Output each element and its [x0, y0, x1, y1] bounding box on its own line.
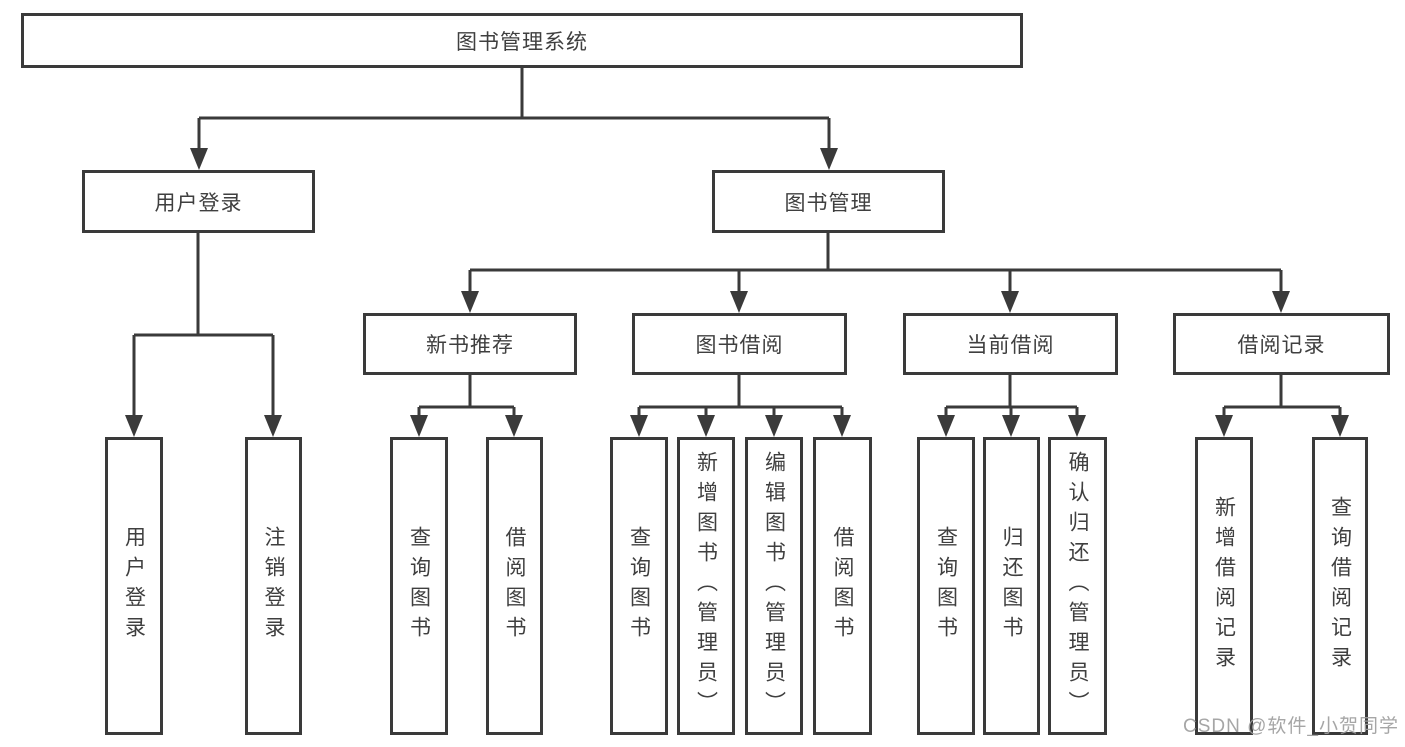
watermark: CSDN @软件_小贺同学	[1183, 716, 1399, 737]
leaf-borrow-books-1: 借阅图书	[486, 437, 543, 735]
leaf-add-books-admin: 新增图书（管理员）	[677, 437, 735, 735]
node-book-borrowing-label: 图书借阅	[695, 334, 784, 357]
node-borrowing-records-label: 借阅记录	[1237, 334, 1326, 357]
arrow-down-icon	[1068, 415, 1086, 437]
leaf-add-books-admin-label: 新增图书（管理员）	[694, 451, 718, 721]
arrow-down-icon	[125, 415, 143, 437]
leaf-logout-label: 注销登录	[262, 526, 285, 646]
leaf-query-books-2: 查询图书	[610, 437, 668, 735]
leaf-add-borrow-record-label: 新增借阅记录	[1212, 496, 1236, 676]
node-current-borrowing-label: 当前借阅	[966, 334, 1055, 357]
leaf-borrow-books-1-label: 借阅图书	[503, 526, 526, 646]
node-borrowing-records: 借阅记录	[1173, 313, 1390, 375]
connector-new-book-to-leaves	[417, 375, 516, 418]
node-new-book-recommend-label: 新书推荐	[426, 334, 514, 357]
arrow-down-icon	[410, 415, 428, 437]
leaf-query-books-3-label: 查询图书	[934, 526, 958, 646]
node-root: 图书管理系统	[21, 13, 1023, 68]
node-root-label: 图书管理系统	[456, 30, 588, 54]
arrow-down-icon	[190, 148, 208, 170]
node-book-borrowing: 图书借阅	[632, 313, 847, 375]
arrow-down-icon	[820, 148, 838, 170]
leaf-query-borrow-record: 查询借阅记录	[1312, 437, 1368, 735]
arrow-down-icon	[730, 291, 748, 313]
arrow-down-icon	[1001, 291, 1019, 313]
node-new-book-recommend: 新书推荐	[363, 313, 577, 375]
leaf-user-login-label: 用户登录	[122, 526, 146, 646]
node-current-borrowing: 当前借阅	[903, 313, 1118, 375]
node-book-management-label: 图书管理	[784, 191, 873, 215]
arrow-down-icon	[264, 415, 282, 437]
arrow-down-icon	[697, 415, 715, 437]
leaf-query-borrow-record-label: 查询借阅记录	[1328, 496, 1352, 676]
arrow-down-icon	[1272, 291, 1290, 313]
arrow-down-icon	[765, 415, 783, 437]
leaf-query-books-1-label: 查询图书	[407, 526, 431, 646]
leaf-query-books-2-label: 查询图书	[627, 526, 651, 646]
node-user-login: 用户登录	[82, 170, 315, 233]
leaf-query-books-1: 查询图书	[390, 437, 448, 735]
leaf-logout: 注销登录	[245, 437, 302, 735]
leaf-confirm-return-admin: 确认归还（管理员）	[1048, 437, 1107, 735]
connector-user-login-to-leaves	[132, 233, 275, 418]
arrow-down-icon	[1331, 415, 1349, 437]
arrow-down-icon	[937, 415, 955, 437]
leaf-borrow-books-2-label: 借阅图书	[831, 526, 854, 646]
leaf-return-books: 归还图书	[983, 437, 1040, 735]
connector-borrow-record-to-leaves	[1222, 375, 1342, 418]
leaf-edit-books-admin-label: 编辑图书（管理员）	[762, 451, 786, 721]
arrow-down-icon	[505, 415, 523, 437]
arrow-down-icon	[630, 415, 648, 437]
leaf-edit-books-admin: 编辑图书（管理员）	[745, 437, 803, 735]
leaf-add-borrow-record: 新增借阅记录	[1195, 437, 1253, 735]
node-book-management: 图书管理	[712, 170, 945, 233]
arrowhead-icons	[125, 148, 1349, 437]
connector-root-to-level2	[197, 68, 831, 150]
leaf-return-books-label: 归还图书	[1000, 526, 1023, 646]
connector-lines	[132, 68, 1342, 418]
node-user-login-label: 用户登录	[154, 191, 243, 215]
arrow-down-icon	[1002, 415, 1020, 437]
connector-book-mgmt-to-level3	[468, 233, 1283, 294]
leaf-query-books-3: 查询图书	[917, 437, 975, 735]
arrow-down-icon	[1215, 415, 1233, 437]
leaf-user-login: 用户登录	[105, 437, 163, 735]
leaf-borrow-books-2: 借阅图书	[813, 437, 872, 735]
connector-current-borrow-to-leaves	[944, 375, 1079, 418]
arrow-down-icon	[461, 291, 479, 313]
leaf-confirm-return-admin-label: 确认归还（管理员）	[1066, 451, 1089, 721]
arrow-down-icon	[833, 415, 851, 437]
connector-book-borrow-to-leaves	[637, 375, 844, 418]
